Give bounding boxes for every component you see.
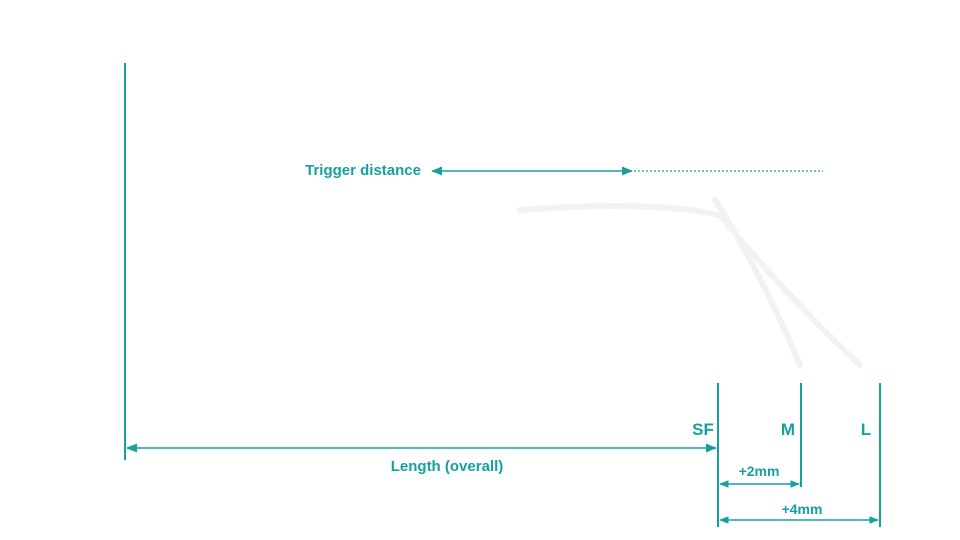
plus-2mm-label: +2mm: [739, 463, 780, 479]
length-overall-label: Length (overall): [391, 458, 504, 475]
size-label-m: M: [781, 420, 795, 439]
plus-4mm-label: +4mm: [782, 501, 823, 517]
faint-blade-outline: [517, 197, 863, 368]
trigger-distance-label: Trigger distance: [305, 162, 421, 179]
size-label-sf: SF: [692, 420, 714, 439]
size-label-l: L: [861, 420, 871, 439]
